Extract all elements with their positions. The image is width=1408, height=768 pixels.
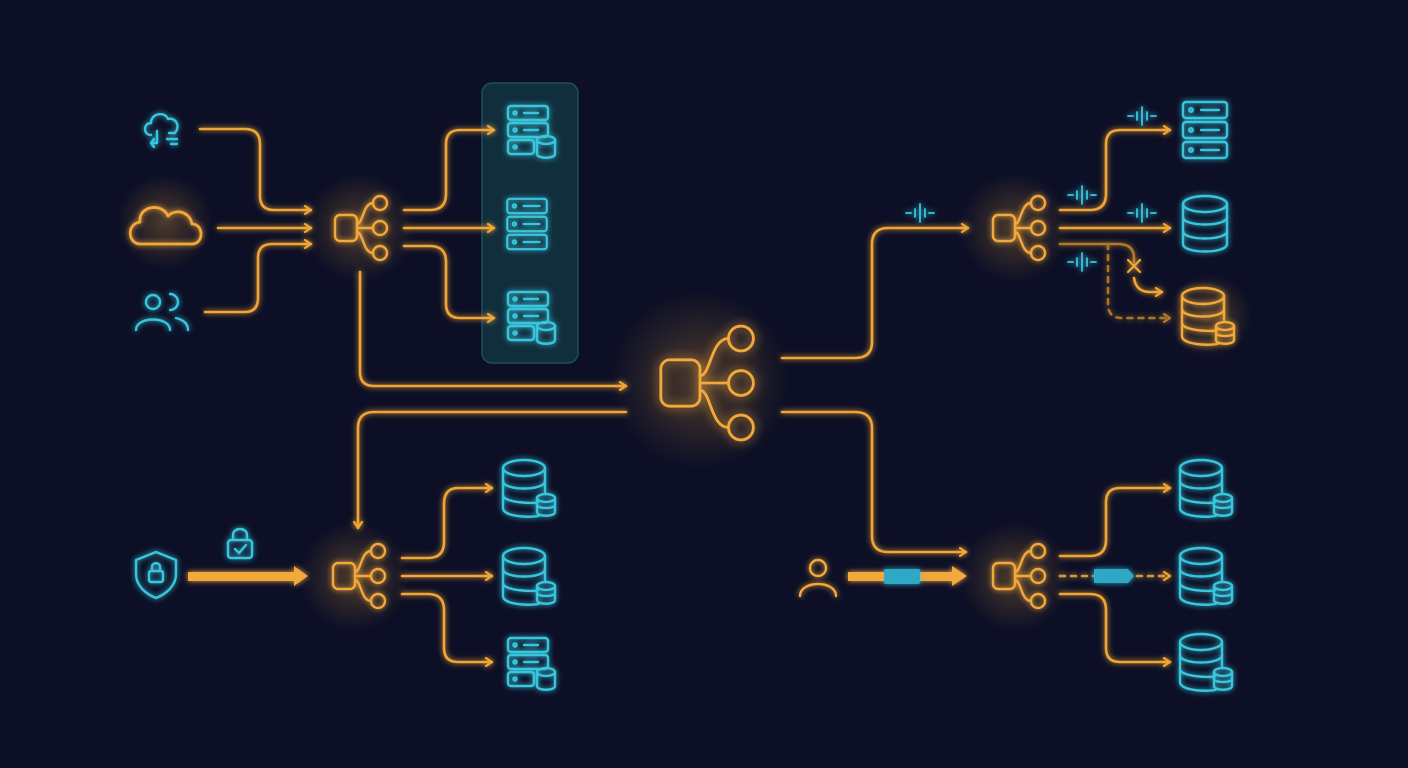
- database-icon: [1178, 546, 1234, 606]
- signal-pulse-icon: [1067, 185, 1097, 205]
- signal-pulse-icon: [905, 203, 935, 223]
- server-db-icon: [506, 636, 557, 691]
- connection-lines: [198, 129, 1172, 662]
- signal-pulse-icon: [1127, 203, 1157, 223]
- user-data-pipe: [848, 566, 967, 586]
- data-packet: [1094, 569, 1134, 583]
- x-mark-icon: [1126, 258, 1142, 274]
- user-icon: [798, 558, 838, 598]
- database-icon: [1181, 194, 1229, 253]
- database-icon: [1178, 458, 1234, 518]
- database-icon: [501, 546, 557, 606]
- shield-lock-icon: [134, 550, 178, 600]
- users-icon: [134, 292, 190, 332]
- server-icon: [1181, 100, 1229, 160]
- signal-pulse-icon: [1067, 252, 1097, 272]
- cloud-sync-icon: [143, 112, 179, 149]
- secure-data-pipe: [188, 566, 308, 586]
- signal-pulse-icon: [1127, 106, 1157, 126]
- padlock-check-icon: [226, 527, 254, 560]
- cloud-icon: [128, 206, 203, 246]
- database-icon: [1178, 632, 1234, 692]
- database-icon: [501, 458, 557, 518]
